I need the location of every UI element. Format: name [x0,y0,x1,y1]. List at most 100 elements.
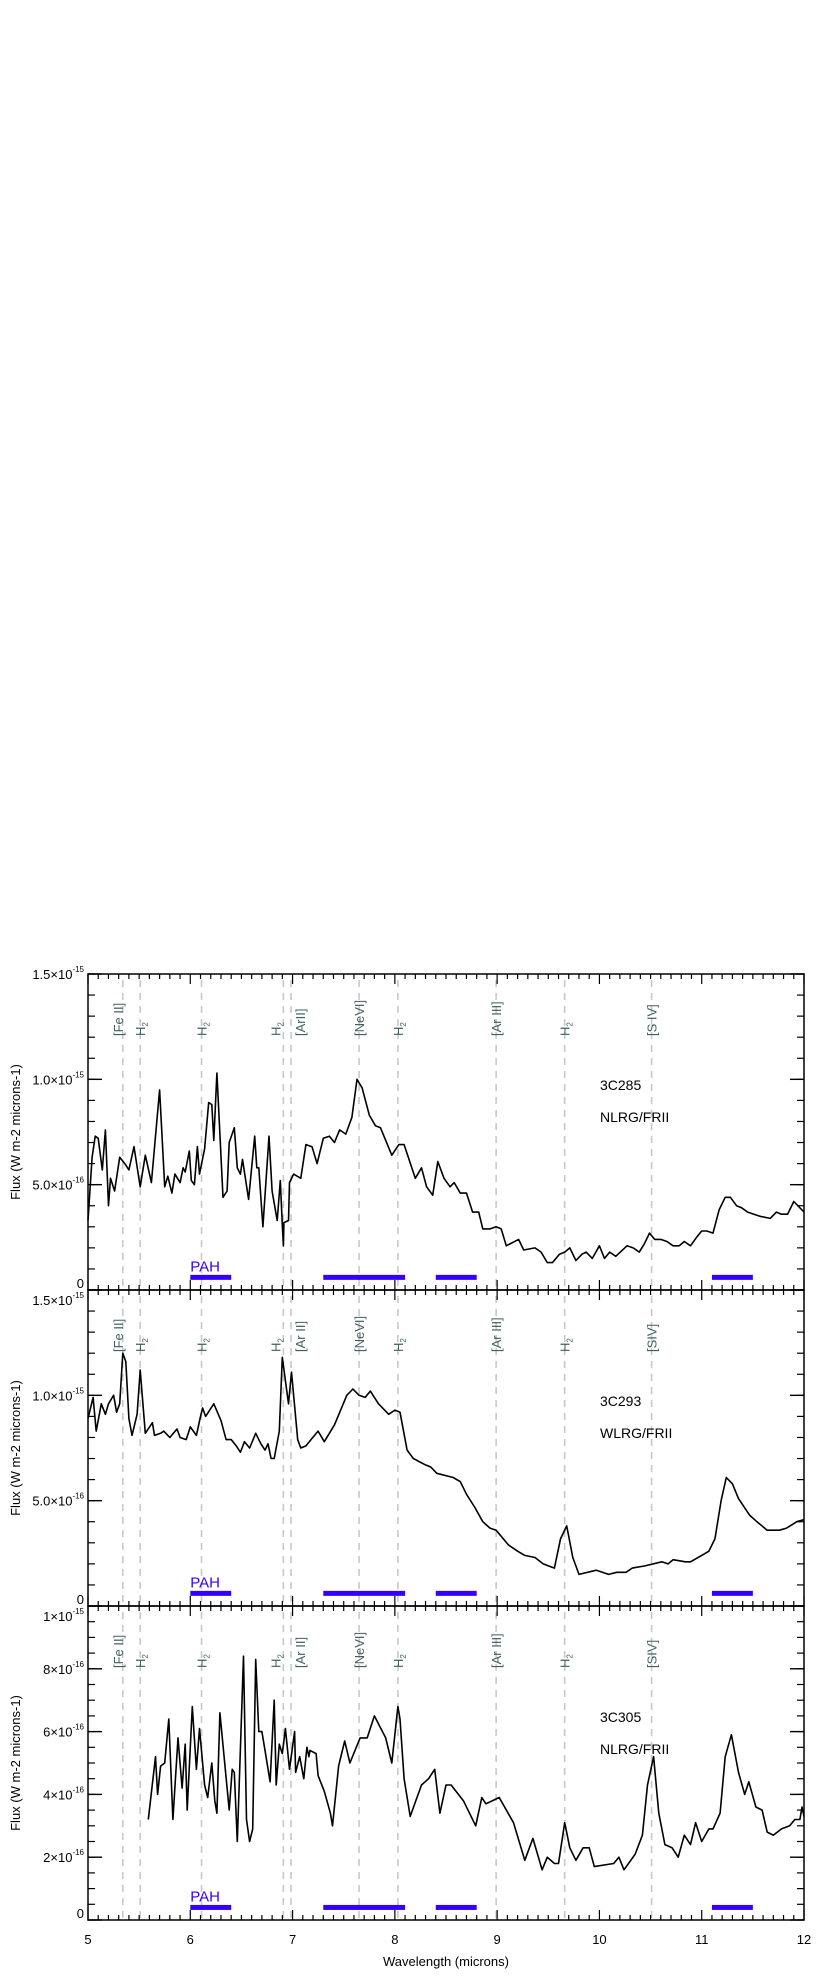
label-text: H [195,1659,210,1668]
x-tick-label: 7 [289,1932,296,1947]
emission-line-label: [NeVI] [352,1000,367,1036]
emission-line-label: [Fe II] [111,1319,126,1352]
tick-mantissa: 1.0×10 [32,1072,72,1087]
object-class: NLRG/FRII [600,1741,669,1757]
emission-line-label: [S IV] [645,1004,660,1036]
emission-line-label: [SIV] [645,1640,660,1668]
x-tick-label: 11 [695,1932,709,1947]
y-tick-label: 0 [77,1276,84,1291]
emission-line-label: H2 [558,1022,575,1036]
y-tick-label: 8×10-16 [43,1660,84,1677]
emission-line-label: H2 [391,1022,408,1036]
emission-line-label: H2 [133,1654,150,1668]
y-tick-label: 0 [77,1592,84,1607]
y-tick-label: 5.0×10-16 [32,1492,84,1509]
y-axis-label: Flux (W m-2 microns-1) [8,1695,23,1831]
x-tick-label: 9 [494,1932,501,1947]
pah-band [323,1274,406,1280]
x-axis-label: Wavelength (microns) [383,1954,509,1969]
tick-mantissa: 1.0×10 [32,1388,72,1403]
x-tick-label: 12 [797,1932,811,1947]
y-axis-label: Flux (W m-2 microns-1) [8,1064,23,1200]
pah-band [190,1590,232,1596]
label-subscript: 2 [276,1654,285,1659]
label-text: H [558,1027,573,1036]
tick-mantissa: 6×10 [43,1725,72,1740]
tick-mantissa: 1.5×10 [32,967,72,982]
label-text: H [558,1659,573,1668]
x-tick-label: 8 [391,1932,398,1947]
pah-label: PAH [190,1888,220,1905]
y-tick-label: 1.0×10-15 [32,1070,84,1087]
object-class: WLRG/FRII [600,1425,672,1441]
label-subscript: 2 [203,1654,212,1659]
emission-line-label: H2 [195,1654,212,1668]
y-tick-label: 5.0×10-16 [32,1176,84,1193]
label-subscript: 2 [566,1654,575,1659]
emission-line-label: [ArII] [293,1009,308,1036]
label-subscript: 2 [141,1338,150,1343]
tick-mantissa: 1×10 [43,1609,72,1624]
label-text: H [268,1343,283,1352]
y-tick-label: 1×10-15 [43,1607,84,1624]
label-subscript: 2 [399,1338,408,1343]
tick-mantissa: 5.0×10 [32,1494,72,1509]
y-tick-label: 4×10-16 [43,1785,84,1802]
x-tick-label: 6 [187,1932,194,1947]
tick-mantissa: 0 [77,1906,84,1921]
label-text: H [268,1659,283,1668]
tick-mantissa: 4×10 [43,1787,72,1802]
tick-exponent: -15 [72,965,84,974]
object-class: NLRG/FRII [600,1109,669,1125]
tick-mantissa: 1.5×10 [32,1293,72,1308]
label-text: H [195,1027,210,1036]
tick-exponent: -15 [72,1070,84,1079]
tick-mantissa: 5.0×10 [32,1178,72,1193]
x-tick-label: 5 [84,1932,91,1947]
label-text: H [391,1343,406,1352]
y-tick-label: 2×10-16 [43,1848,84,1865]
label-subscript: 2 [566,1022,575,1027]
emission-line-label: [Fe II] [111,1635,126,1668]
label-subscript: 2 [203,1338,212,1343]
y-tick-label: 1.0×10-15 [32,1386,84,1403]
pah-band [190,1904,232,1910]
pah-band [435,1274,477,1280]
label-text: H [133,1343,148,1352]
pah-label: PAH [190,1574,220,1591]
pah-band [190,1274,232,1280]
label-subscript: 2 [141,1022,150,1027]
tick-mantissa: 8×10 [43,1662,72,1677]
y-tick-label: 1.5×10-15 [32,965,84,982]
tick-exponent: -16 [72,1176,84,1185]
emission-line-label: [NeVI] [352,1316,367,1352]
tick-exponent: -16 [72,1785,84,1794]
emission-line-label: H2 [558,1654,575,1668]
tick-exponent: -16 [72,1492,84,1501]
tick-mantissa: 2×10 [43,1850,72,1865]
emission-line-label: H2 [391,1338,408,1352]
emission-line-label: [Ar II] [293,1637,308,1668]
emission-line-label: H2 [195,1338,212,1352]
emission-line-label: [Ar III] [489,1001,504,1036]
label-subscript: 2 [203,1022,212,1027]
y-axis-label: Flux (W m-2 microns-1) [8,1380,23,1516]
pah-label: PAH [190,1258,220,1275]
emission-line-label: H2 [195,1022,212,1036]
y-tick-label: 0 [77,1906,84,1921]
label-subscript: 2 [276,1022,285,1027]
tick-exponent: -16 [72,1848,84,1857]
emission-line-label: [Ar III] [489,1633,504,1668]
pah-band [711,1904,753,1910]
label-text: H [268,1027,283,1036]
emission-line-label: H2 [268,1022,285,1036]
spectrum-line [147,1655,805,1871]
pah-band [435,1590,477,1596]
tick-exponent: -16 [72,1660,84,1669]
emission-line-label: [SIV] [645,1324,660,1352]
emission-line-label: [Fe II] [111,1003,126,1036]
